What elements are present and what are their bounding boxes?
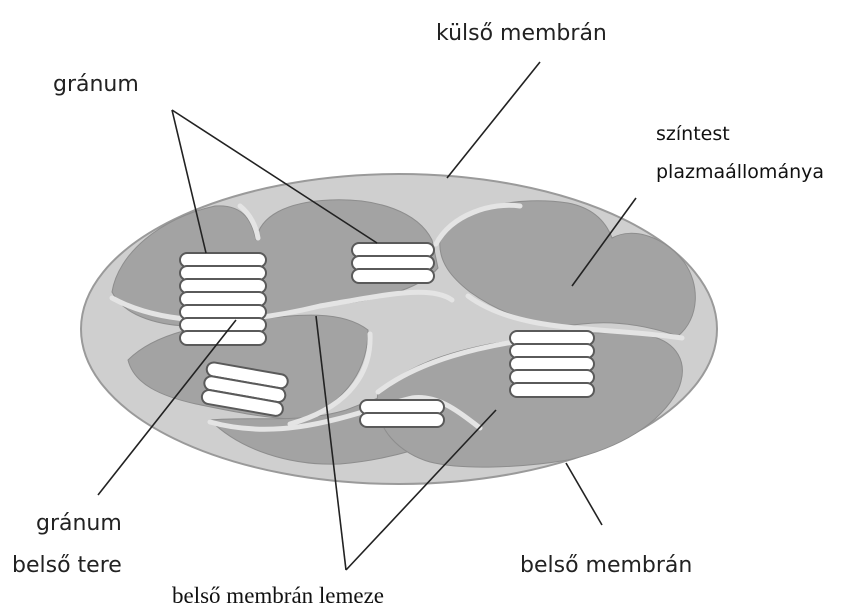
granum-stack-left — [180, 253, 266, 345]
granum-stack-bottom — [360, 400, 444, 427]
label-outer-membrane: külső membrán — [436, 21, 607, 46]
label-thylakoid-space-line1: gránum — [36, 511, 122, 536]
label-stroma-line2: plazmaállománya — [656, 161, 824, 183]
label-granum: gránum — [53, 72, 139, 97]
granum-stack-top — [352, 243, 434, 283]
label-thylakoid-space-line2: belső tere — [12, 553, 122, 578]
granum-stack-right — [510, 331, 594, 397]
label-lamella: belső membrán lemeze — [172, 583, 384, 608]
leader-inner-membrane — [566, 463, 602, 525]
label-inner-membrane: belső membrán — [520, 553, 692, 578]
leader-outer-membrane — [447, 62, 540, 178]
label-stroma-line1: színtest — [656, 123, 730, 145]
